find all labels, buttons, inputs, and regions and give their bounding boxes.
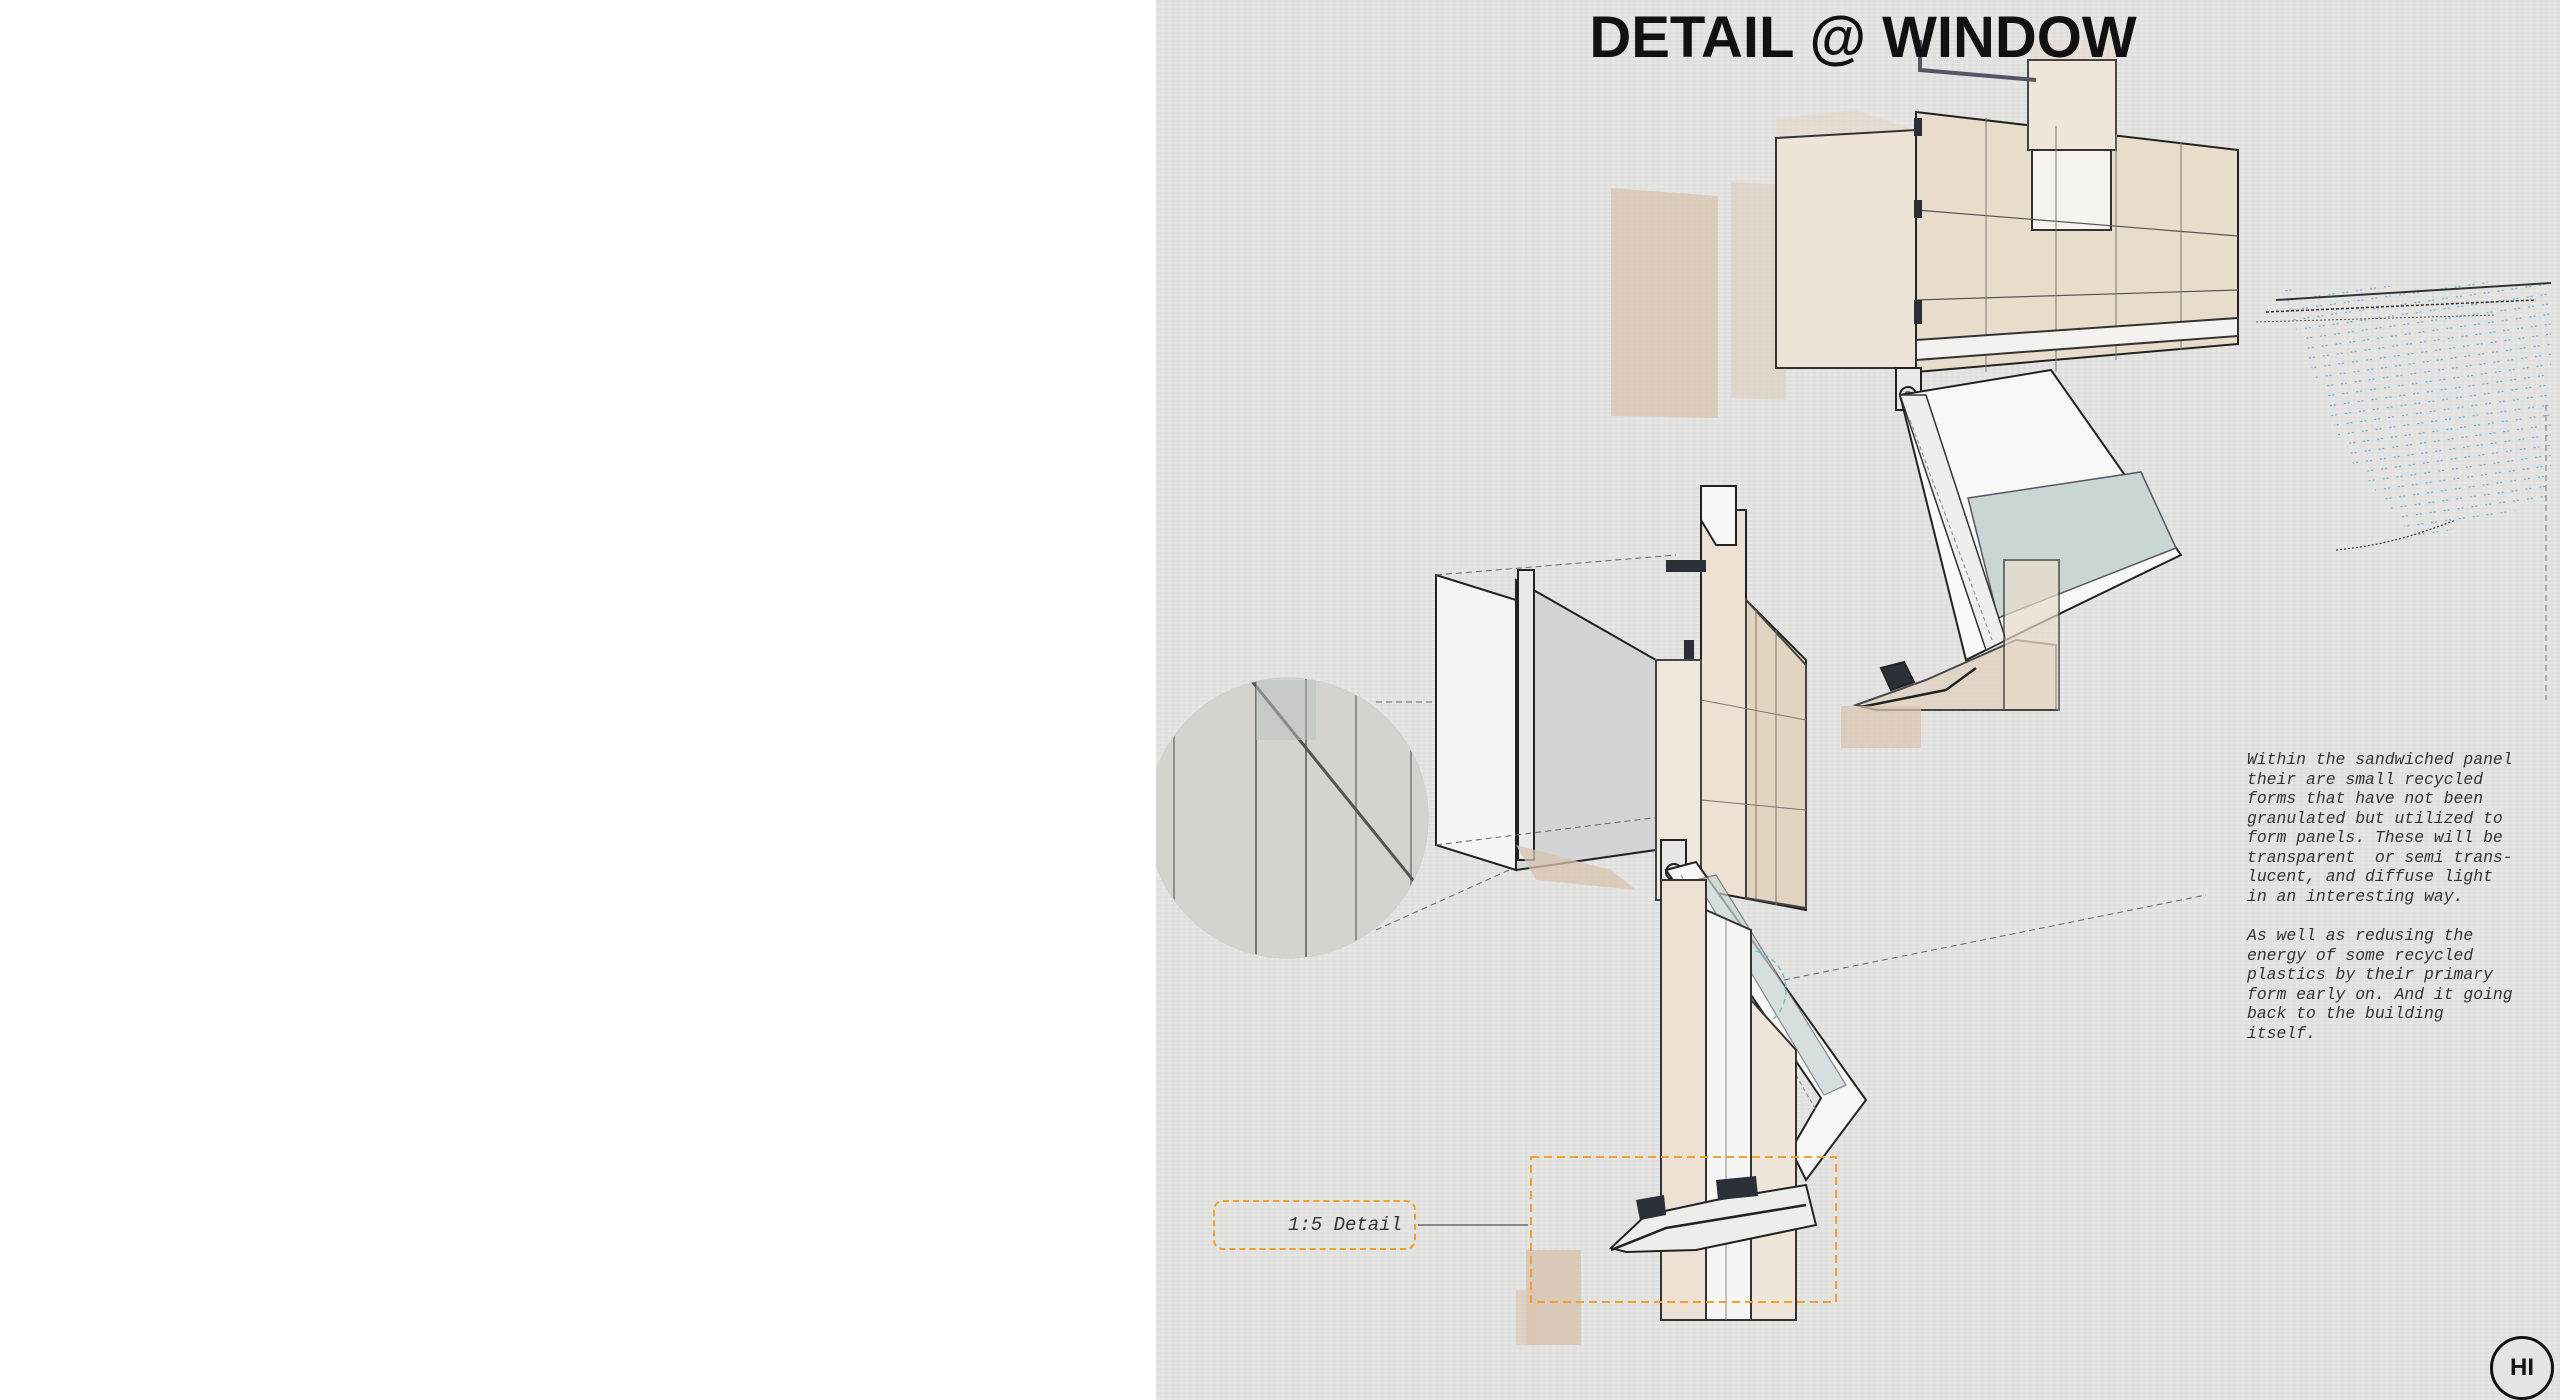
scale-label: 1:5 Detail xyxy=(1287,1214,1402,1236)
logo-text: HI xyxy=(2510,1354,2534,1381)
blank-margin xyxy=(0,0,1156,1400)
annotation-paragraph-1: Within the sandwiched panel their are sm… xyxy=(2247,750,2513,906)
lower-sill-section xyxy=(1418,485,2207,1345)
logo-badge: HI xyxy=(2490,1336,2554,1400)
scale-callout: 1:5 Detail xyxy=(1213,1200,1416,1250)
sheet-title: DETAIL @ WINDOW xyxy=(1589,5,2137,70)
annotation-paragraph-2: As well as redusing the energy of some r… xyxy=(2247,926,2513,1043)
detail-sheet: DETAIL @ WINDOW Within the sandwiched pa… xyxy=(1156,0,2560,1400)
window-detail-drawing xyxy=(1156,40,2552,1345)
material-magnifier xyxy=(1156,677,1732,959)
sun-shading-hatch xyxy=(2255,280,2552,700)
upper-head-section xyxy=(1775,40,2239,748)
